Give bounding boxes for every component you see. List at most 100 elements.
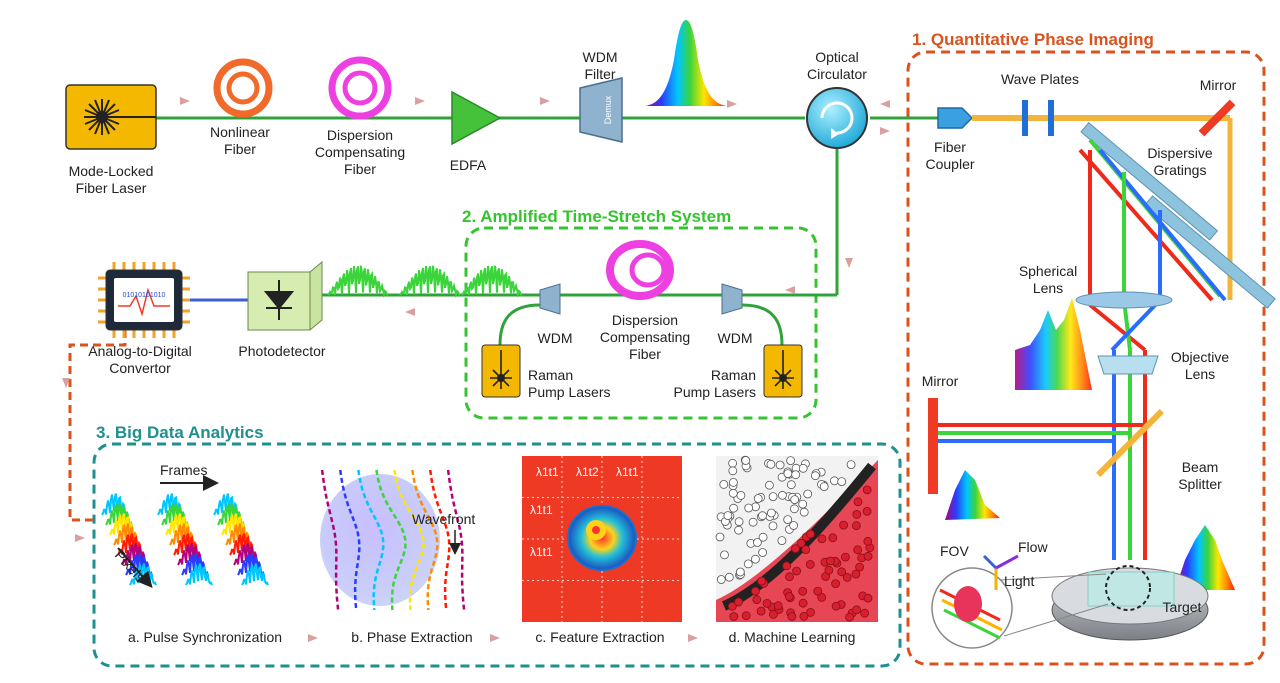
spherical-lens-label-2: Lens bbox=[1033, 280, 1063, 296]
dcf-mid-label-2: Compensating bbox=[600, 329, 690, 345]
fiber-coupler-icon bbox=[937, 107, 974, 129]
wave-plate-1 bbox=[1022, 100, 1028, 136]
optical-circulator-icon bbox=[806, 87, 868, 149]
ats-section-box bbox=[464, 226, 818, 420]
fiber-coupler-label-2: Coupler bbox=[925, 156, 974, 172]
photodiode-icon bbox=[263, 280, 295, 320]
target-label: Target bbox=[1163, 599, 1202, 615]
adc-label-2: Convertor bbox=[109, 360, 171, 376]
wdm-filter-label-2: Filter bbox=[584, 66, 615, 82]
dcf-mid-label-3: Fiber bbox=[629, 346, 661, 362]
mirror-top-label: Mirror bbox=[1200, 77, 1237, 93]
wdm-left-icon bbox=[539, 283, 561, 315]
phase-wavefront-lines bbox=[320, 469, 466, 611]
objective-lens-label-2: Lens bbox=[1185, 366, 1215, 382]
grating-upper bbox=[1080, 122, 1219, 241]
dcf-top-label-2: Compensating bbox=[315, 144, 405, 160]
adc-chip-icon bbox=[98, 262, 190, 338]
lambda-cell-1: λ1t1 bbox=[536, 465, 559, 479]
step-arrow-icon bbox=[308, 634, 698, 642]
gratings-label-2: Gratings bbox=[1154, 162, 1207, 178]
frames-label: Frames bbox=[160, 462, 207, 478]
dcf-mid-spool-icon bbox=[606, 240, 674, 300]
light-label: Light bbox=[1004, 573, 1034, 589]
nonlinear-label-1: Nonlinear bbox=[210, 124, 270, 140]
wavefront-label: Wavefront bbox=[412, 511, 475, 527]
mirror-top-icon bbox=[1198, 99, 1236, 137]
qpi-spectrum-target bbox=[1175, 525, 1235, 590]
ml-panel bbox=[716, 456, 878, 622]
ats-section-title: 2. Amplified Time-Stretch System bbox=[462, 207, 731, 226]
mirror-left-label: Mirror bbox=[922, 373, 959, 389]
axis-triad-icon bbox=[982, 554, 1019, 590]
stretched-pulse bbox=[461, 265, 523, 299]
step-label-d: d. Machine Learning bbox=[729, 629, 856, 645]
dispersed-beams bbox=[935, 138, 1227, 560]
dcf-mid-label-1: Dispersion bbox=[612, 312, 678, 328]
raman-right-label-1: Raman bbox=[711, 367, 756, 383]
edfa-amplifier-icon bbox=[451, 90, 502, 146]
raman-left-label-2: Pump Lasers bbox=[528, 384, 610, 400]
target-chip bbox=[1087, 571, 1175, 607]
qpi-section-box bbox=[906, 50, 1266, 666]
demux-label: Demux bbox=[603, 95, 613, 124]
target-fov-circle bbox=[1105, 565, 1151, 611]
raman-left-label-1: Raman bbox=[528, 367, 573, 383]
nonlinear-fiber-spool-icon bbox=[213, 58, 273, 118]
circulator-label-2: Circulator bbox=[807, 66, 867, 82]
dcf-top-label-3: Fiber bbox=[344, 161, 376, 177]
laser-label-2: Fiber Laser bbox=[76, 180, 147, 196]
lambda-cell-3: λ1t1 bbox=[616, 465, 639, 479]
dcf-top-label-1: Dispersion bbox=[327, 127, 393, 143]
objective-lens-icon bbox=[1097, 355, 1159, 375]
photodetector-label: Photodetector bbox=[238, 343, 326, 359]
beam-splitter-icon bbox=[1096, 409, 1164, 477]
stretched-pulse bbox=[327, 265, 389, 299]
pulse-sync-panel bbox=[101, 493, 269, 586]
step-label-b: b. Phase Extraction bbox=[351, 629, 472, 645]
raman-right-fiber bbox=[741, 303, 784, 346]
grating-lower bbox=[1144, 195, 1276, 309]
qpi-section-title: 1. Quantitative Phase Imaging bbox=[912, 30, 1154, 49]
adc-to-analytics-link bbox=[68, 330, 127, 522]
objective-lens-label-1: Objective bbox=[1171, 349, 1230, 365]
laser-label-1: Mode-Locked bbox=[69, 163, 154, 179]
nonlinear-label-2: Fiber bbox=[224, 141, 256, 157]
wdm-filter-label-1: WDM bbox=[583, 49, 618, 65]
raman-pump-left-icon bbox=[481, 344, 521, 398]
wave-plate-2 bbox=[1048, 100, 1054, 136]
lambda-cell-4: λ1t1 bbox=[530, 503, 553, 517]
qpi-spectrum-mid bbox=[1015, 298, 1092, 390]
edfa-label: EDFA bbox=[450, 157, 487, 173]
feature-nucleus-core bbox=[592, 526, 600, 534]
step-label-c: c. Feature Extraction bbox=[535, 629, 664, 645]
wdm-right-icon bbox=[721, 283, 743, 315]
flow-label: Flow bbox=[1018, 539, 1048, 555]
stretched-pulse bbox=[399, 265, 461, 299]
raman-right-label-2: Pump Lasers bbox=[674, 384, 756, 400]
mirror-left-icon bbox=[928, 398, 938, 494]
pixels-arrow bbox=[117, 547, 153, 589]
adc-label-1: Analog-to-Digital bbox=[88, 343, 192, 359]
beam-splitter-label-1: Beam bbox=[1182, 459, 1219, 475]
ml-scatter-points bbox=[715, 455, 875, 622]
wdm-right-label: WDM bbox=[718, 330, 753, 346]
filtered-spectrum-peak bbox=[645, 20, 727, 106]
bda-section-box bbox=[92, 442, 902, 668]
circulator-label-1: Optical bbox=[815, 49, 859, 65]
spherical-lens-label-1: Spherical bbox=[1019, 263, 1077, 279]
fov-cell-icon bbox=[954, 586, 982, 622]
laser-burst-icon bbox=[84, 99, 156, 135]
fov-zoom-line-1 bbox=[999, 573, 1107, 581]
phase-blob bbox=[320, 474, 440, 606]
lambda-cell-5: λ1t1 bbox=[530, 545, 553, 559]
flow-arrow-icon bbox=[62, 97, 890, 542]
wdm-left-label: WDM bbox=[538, 330, 573, 346]
wdm-filter-demux-icon bbox=[579, 77, 623, 143]
beam-splitter-label-2: Splitter bbox=[1178, 476, 1222, 492]
lambda-cell-2: λ1t2 bbox=[576, 465, 599, 479]
dcf-spool-icon bbox=[328, 56, 392, 120]
qpi-spectrum-reference bbox=[945, 470, 1000, 520]
